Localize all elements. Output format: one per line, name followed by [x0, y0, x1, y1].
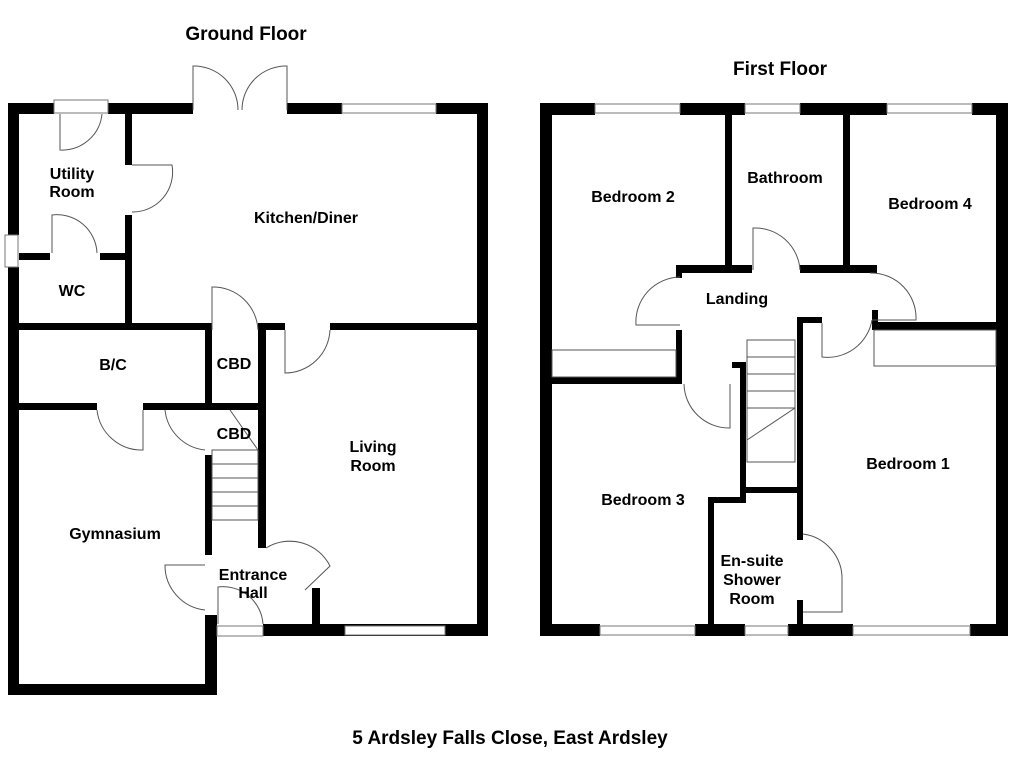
- room-label-ensuite: Shower: [723, 572, 781, 589]
- room-label-landing: Landing: [706, 291, 768, 308]
- first-floor-plan: Bedroom 2 Bathroom Bedroom 4 Landing Bed…: [540, 103, 1008, 636]
- room-label-cbd: CBD: [217, 356, 252, 373]
- room-label-utility: Utility: [50, 166, 95, 183]
- ground-floor-title: Ground Floor: [185, 24, 307, 45]
- room-label-bedroom-4: Bedroom 4: [888, 196, 972, 213]
- room-label-entrance-hall: Entrance: [219, 567, 288, 584]
- property-address: 5 Ardsley Falls Close, East Ardsley: [352, 728, 668, 749]
- ground-doors: [51, 65, 331, 625]
- room-label-cbd: CBD: [217, 426, 252, 443]
- room-label-ensuite: En-suite: [720, 553, 783, 570]
- room-label-ensuite: Room: [729, 591, 774, 608]
- first-windows: [594, 103, 973, 636]
- ground-floor-plan: Utility Room WC Kitchen/Diner B/C CBD CB…: [4, 65, 488, 695]
- ground-windows: [4, 99, 446, 637]
- room-label-bedroom-1: Bedroom 1: [866, 456, 950, 473]
- room-label-bathroom: Bathroom: [747, 170, 823, 187]
- room-label-entrance-hall: Hall: [238, 585, 267, 602]
- first-walls: [540, 103, 1008, 636]
- first-floor-title: First Floor: [733, 59, 828, 80]
- room-label-kitchen: Kitchen/Diner: [254, 210, 358, 227]
- room-label-utility: Room: [49, 184, 94, 201]
- room-label-bedroom-2: Bedroom 2: [591, 189, 675, 206]
- first-doors: [635, 227, 917, 613]
- first-stairs: [746, 339, 796, 463]
- room-label-wc: WC: [59, 283, 86, 300]
- first-wardrobes: [551, 329, 997, 378]
- room-label-living-room: Living: [349, 439, 396, 456]
- room-label-gymnasium: Gymnasium: [69, 526, 161, 543]
- room-label-bedroom-3: Bedroom 3: [601, 492, 685, 509]
- room-label-living-room: Room: [350, 458, 395, 475]
- room-label-bc: B/C: [99, 357, 127, 374]
- ground-stairs: [211, 409, 259, 521]
